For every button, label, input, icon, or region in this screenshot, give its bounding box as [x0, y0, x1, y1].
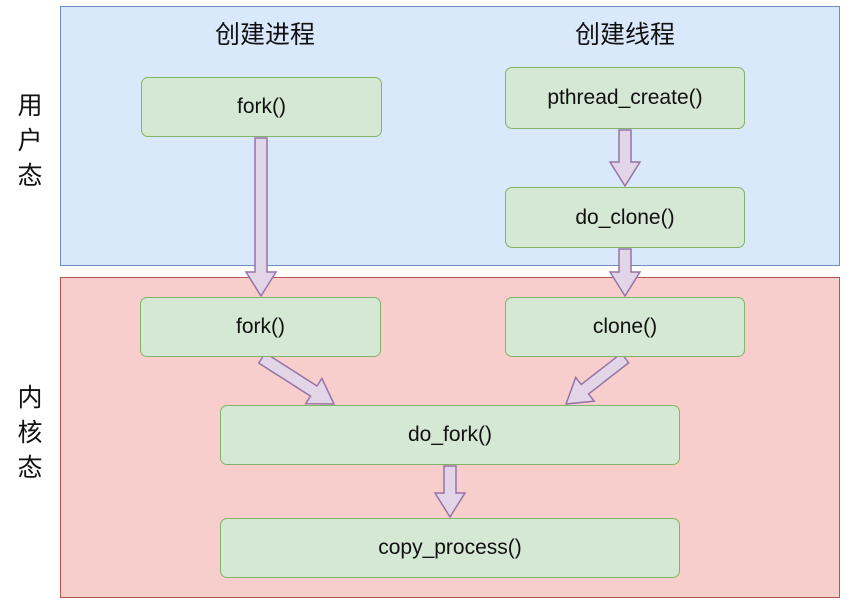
kernel-fork-node: fork(): [140, 297, 381, 357]
kernel-space-label: 内 核 态: [10, 380, 50, 485]
thread-column-heading: 创建线程: [574, 20, 675, 49]
user-space-label: 用 户 态: [10, 88, 50, 193]
process-column-heading: 创建进程: [214, 20, 315, 49]
pthread-create-node: pthread_create(): [505, 67, 745, 129]
user-space-label-char-1: 用: [17, 91, 43, 120]
do-clone-node: do_clone(): [505, 187, 745, 248]
clone-node: clone(): [505, 297, 745, 357]
copy-process-node: copy_process(): [220, 518, 680, 578]
kernel-space-label-char-2: 核: [17, 418, 43, 447]
user-fork-node: fork(): [141, 77, 382, 137]
kernel-space-label-char-3: 态: [17, 453, 43, 482]
do-fork-node: do_fork(): [220, 405, 680, 465]
user-space-label-char-2: 户: [17, 126, 43, 155]
kernel-space-label-char-1: 内: [17, 383, 43, 412]
user-space-label-char-3: 态: [17, 161, 43, 190]
